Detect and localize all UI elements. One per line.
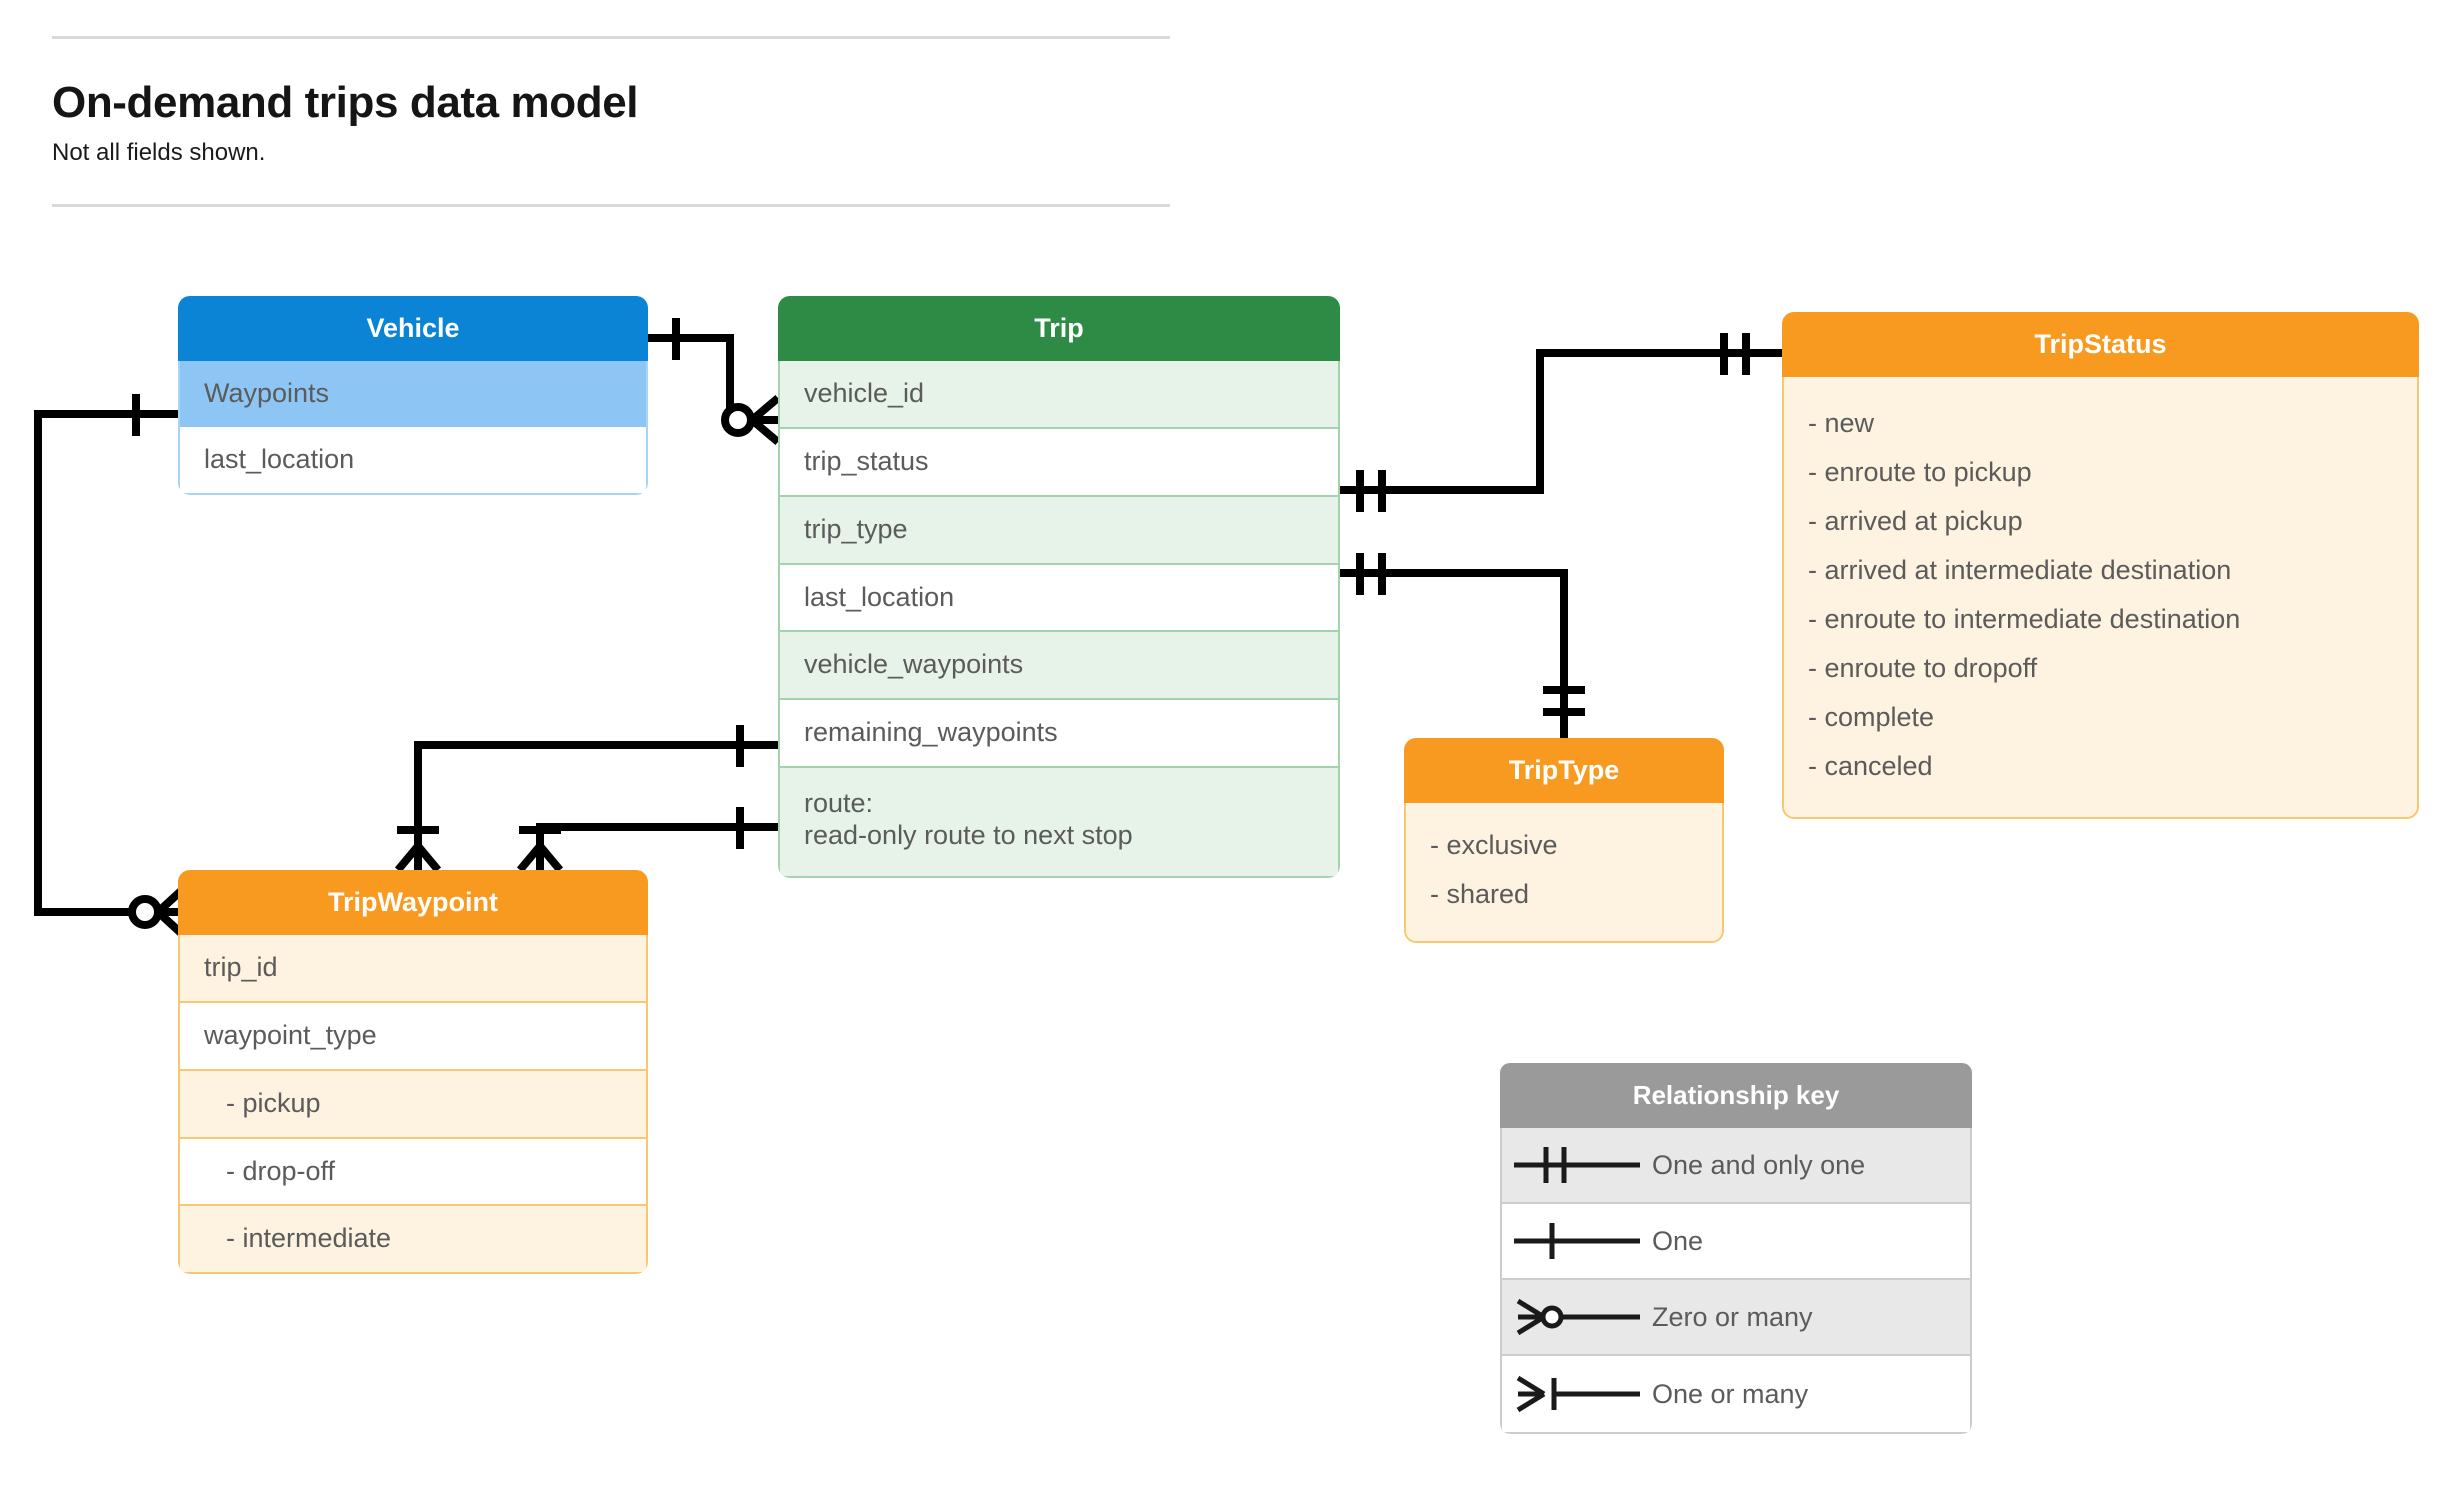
field-row[interactable]: remaining_waypoints — [780, 700, 1338, 769]
legend-rows: One and only one One — [1500, 1128, 1972, 1434]
enum-value: - new — [1808, 408, 1875, 438]
entity-trip[interactable]: Trip vehicle_id trip_status trip_type la… — [778, 296, 1340, 878]
legend-item-zero-or-many: Zero or many — [1502, 1280, 1970, 1356]
enum-value: - complete — [1808, 702, 1935, 732]
field-row[interactable]: last_location — [780, 564, 1338, 633]
entity-trip-status[interactable]: TripStatus - new - enroute to pickup - a… — [1782, 312, 2419, 819]
enum-value: - enroute to dropoff — [1808, 653, 2038, 683]
legend-item-label: One or many — [1652, 1378, 1809, 1409]
field-description: read-only route to next stop — [804, 820, 1133, 851]
enum-value: - pickup — [180, 1070, 646, 1139]
entity-trip-waypoint-fields: trip_id waypoint_type - pickup - drop-of… — [178, 935, 648, 1275]
entity-trip-fields: vehicle_id trip_status trip_type last_lo… — [778, 361, 1340, 878]
wire-tripstatus — [1340, 349, 1782, 494]
entity-trip-status-title: TripStatus — [1782, 312, 2419, 377]
legend-item-one-and-only-one: One and only one — [1502, 1128, 1970, 1204]
field-row[interactable]: trip_status — [780, 428, 1338, 497]
enum-value: - enroute to pickup — [1808, 457, 2032, 487]
wire-triptype — [1340, 569, 1568, 738]
legend-item-label: One and only one — [1652, 1149, 1866, 1180]
legend-item-one: One — [1502, 1204, 1970, 1280]
page-subtitle: Not all fields shown. — [52, 139, 266, 167]
entity-trip-waypoint-title: TripWaypoint — [178, 870, 648, 935]
zero-or-many-icon — [1502, 1295, 1652, 1339]
page-title: On-demand trips data model — [52, 78, 639, 127]
enum-value: - canceled — [1808, 751, 1933, 781]
entity-trip-title: Trip — [778, 296, 1340, 361]
document-header: On-demand trips data model Not all field… — [52, 36, 1170, 208]
field-label: route: — [804, 788, 874, 819]
entity-vehicle[interactable]: Vehicle Waypoints last_location — [178, 296, 648, 495]
legend-item-one-or-many: One or many — [1502, 1356, 1970, 1432]
legend-title: Relationship key — [1500, 1063, 1972, 1128]
one-icon — [1502, 1219, 1652, 1263]
enum-value: - shared — [1430, 879, 1530, 909]
enum-value: - enroute to intermediate destination — [1808, 604, 2241, 634]
header-rule-top — [52, 36, 1170, 39]
entity-trip-type-values: - exclusive - shared — [1404, 803, 1724, 943]
relationship-key-legend: Relationship key One and only one — [1500, 1063, 1972, 1434]
wire-vehicle-waypoints-row — [414, 741, 778, 870]
legend-item-label: Zero or many — [1652, 1301, 1813, 1332]
enum-value: - drop-off — [180, 1138, 646, 1207]
header-rule-bottom — [52, 204, 1170, 208]
entity-trip-waypoint[interactable]: TripWaypoint trip_id waypoint_type - pic… — [178, 870, 648, 1275]
field-row[interactable]: trip_id — [180, 935, 646, 1003]
enum-value: - exclusive — [1430, 830, 1558, 860]
wire-vehicle-to-trip — [648, 334, 760, 424]
legend-item-label: One — [1652, 1225, 1704, 1256]
entity-trip-status-values: - new - enroute to pickup - arrived at p… — [1782, 377, 2419, 819]
field-row[interactable]: vehicle_id — [780, 361, 1338, 429]
field-row[interactable]: vehicle_waypoints — [780, 632, 1338, 701]
entity-trip-type[interactable]: TripType - exclusive - shared — [1404, 738, 1724, 943]
wire-remaining-waypoints-row — [536, 823, 778, 870]
one-and-only-one-icon — [1502, 1143, 1652, 1187]
field-row[interactable]: route: read-only route to next stop — [780, 768, 1338, 876]
entity-trip-type-title: TripType — [1404, 738, 1724, 803]
field-row[interactable]: last_location — [180, 426, 646, 493]
enum-value: - arrived at pickup — [1808, 506, 2023, 536]
field-row[interactable]: Waypoints — [180, 361, 646, 427]
entity-vehicle-title: Vehicle — [178, 296, 648, 361]
one-or-many-icon — [1502, 1372, 1652, 1416]
entity-vehicle-fields: Waypoints last_location — [178, 361, 648, 495]
field-row[interactable]: waypoint_type — [180, 1002, 646, 1071]
enum-value: - intermediate — [180, 1206, 646, 1273]
wire-vehicle-waypoints-to-tripwaypoint — [34, 410, 178, 916]
enum-value: - arrived at intermediate destination — [1808, 555, 2232, 585]
field-row[interactable]: trip_type — [780, 496, 1338, 565]
